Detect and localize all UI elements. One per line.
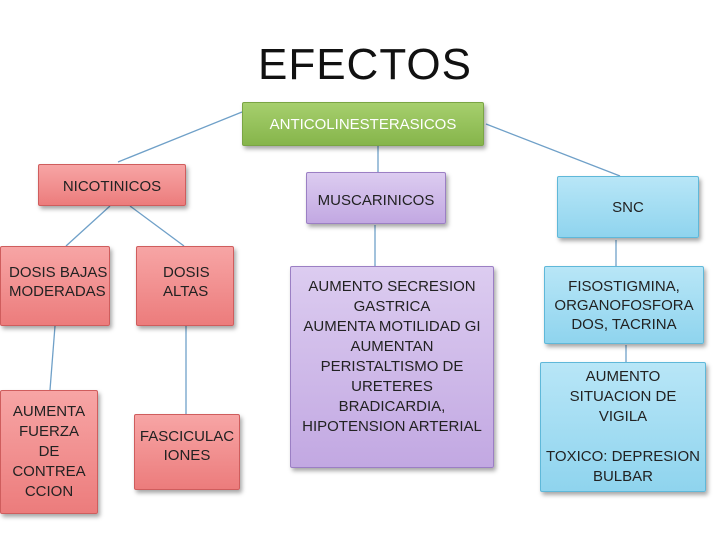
connector-dosis-bajas-fuerza: [49, 325, 56, 391]
node-anticolinesterasicos: ANTICOLINESTERASICOS: [242, 102, 484, 146]
page-title: EFECTOS: [257, 40, 472, 89]
node-muscarinicos: MUSCARINICOS: [306, 172, 446, 224]
node-efectos-snc: AUMENTO SITUACION DE VIGILA TOXICO: DEPR…: [540, 362, 706, 492]
node-farmacos-snc: FISOSTIGMINA, ORGANOFOSFORA DOS, TACRINA: [544, 266, 704, 344]
connector-nicotinicos-dosis-bajas: [65, 205, 111, 247]
node-dosis-altas: DOSIS ALTAS: [136, 246, 234, 326]
node-nicotinicos: NICOTINICOS: [38, 164, 186, 206]
node-fasciculaciones: FASCICULAC IONES: [134, 414, 240, 490]
connector-nicotinicos-dosis-altas: [129, 205, 185, 247]
node-aumenta-fuerza: AUMENTA FUERZA DE CONTREA CCION: [0, 390, 98, 514]
node-snc: SNC: [557, 176, 699, 238]
connector-root-snc: [485, 123, 621, 177]
node-efectos-muscarinicos: AUMENTO SECRESION GASTRICA AUMENTA MOTIL…: [290, 266, 494, 468]
node-dosis-bajas: DOSIS BAJAS MODERADAS: [0, 246, 110, 326]
connector-root-nicotinicos: [117, 111, 243, 163]
